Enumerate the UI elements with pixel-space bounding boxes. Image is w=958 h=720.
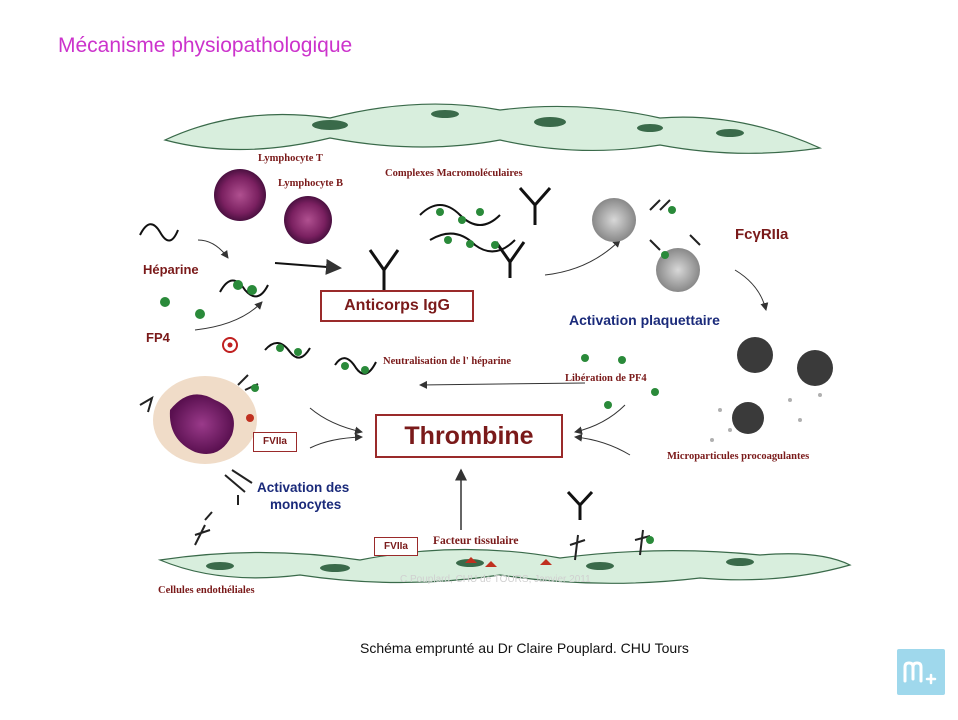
- label-fp4: FP4: [146, 330, 170, 345]
- label-activation-monocytes-1: Activation des: [257, 480, 350, 495]
- box-anticorps-igg: Anticorps IgG: [320, 290, 474, 322]
- label-activation-monocytes-2: monocytes: [270, 497, 342, 512]
- box-thrombine: Thrombine: [375, 414, 563, 458]
- box-fviia-bottom: FVIIa: [374, 537, 418, 556]
- slide-title: Mécanisme physiopathologique: [58, 34, 353, 57]
- label-facteur-tissulaire: Facteur tissulaire: [433, 535, 519, 547]
- logo-icon: [903, 661, 937, 685]
- logo: [897, 649, 945, 695]
- label-lymphocyte-b: Lymphocyte B: [278, 178, 344, 189]
- label-complexes: Complexes Macromoléculaires: [385, 168, 523, 179]
- top-endothelium: [163, 103, 823, 154]
- label-fcgriia: FcγRIIa: [735, 226, 789, 243]
- label-liberation-pf4: Libération de PF4: [565, 373, 647, 384]
- label-activation-plaquettaire: Activation plaquettaire: [569, 312, 720, 328]
- label-heparine: Héparine: [143, 262, 199, 277]
- credit-text: Schéma emprunté au Dr Claire Pouplard. C…: [360, 640, 689, 656]
- label-neutralisation: Neutralisation de l' héparine: [383, 356, 512, 367]
- label-cellules-endotheliales: Cellules endothéliales: [158, 585, 255, 596]
- label-lymphocyte-t: Lymphocyte T: [258, 153, 323, 164]
- box-fviia-left: FVIIa: [253, 432, 297, 452]
- label-microparticules: Microparticules procoagulantes: [667, 451, 810, 462]
- watermark: C Pouplard, CHU de TOURS, Janvier 2011: [400, 574, 591, 585]
